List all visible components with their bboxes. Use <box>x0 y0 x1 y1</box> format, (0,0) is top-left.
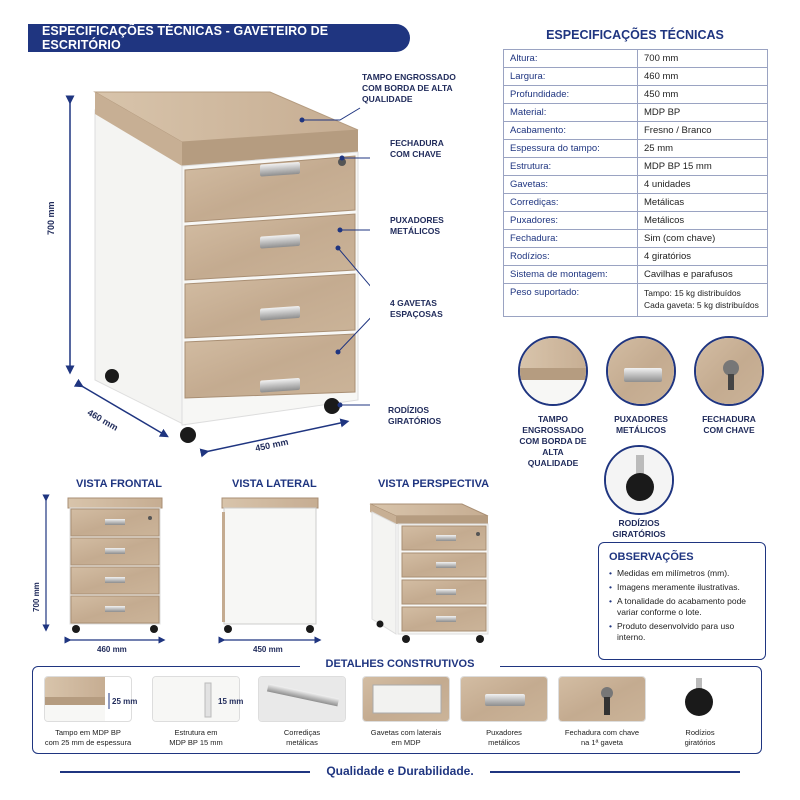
detail-estrutura-image <box>152 676 240 722</box>
spec-row: Gavetas:4 unidades <box>503 175 768 194</box>
view-frontal-illustration <box>42 494 166 644</box>
view-perspectiva-illustration <box>369 503 489 643</box>
feature-rodizio-image <box>604 445 674 515</box>
spec-row: Material:MDP BP <box>503 103 768 122</box>
frontal-width-dimension: 460 mm <box>97 645 127 654</box>
footer-rule-right <box>490 771 740 773</box>
observation-item: A tonalidade do acabamento pode variar c… <box>609 596 755 618</box>
detail-puxadores-image <box>460 676 548 722</box>
detail-estrutura-tag: 15 mm <box>218 697 244 706</box>
spec-row: Acabamento:Fresno / Branco <box>503 121 768 140</box>
header-banner: ESPECIFICAÇÕES TÉCNICAS - GAVETEIRO DE E… <box>28 24 410 52</box>
feature-fechadura-image <box>694 336 764 406</box>
view-frontal-title: VISTA FRONTAL <box>76 478 162 490</box>
spec-row: Largura:460 mm <box>503 67 768 86</box>
lock-icon <box>338 158 346 166</box>
view-lateral-illustration <box>218 497 322 644</box>
main-cabinet-illustration <box>65 91 370 458</box>
observations-box: OBSERVAÇÕES Medidas em milímetros (mm). … <box>598 542 766 660</box>
detail-correditas-image <box>258 676 346 722</box>
spec-row: Profundidade:450 mm <box>503 85 768 104</box>
spec-row: Puxadores:Metálicos <box>503 211 768 230</box>
spec-row: Corrediças:Metálicas <box>503 193 768 212</box>
detail-tampo-image <box>44 676 132 722</box>
height-dimension: 700 mm <box>46 201 56 235</box>
footer-rule-left <box>60 771 310 773</box>
observation-item: Produto desenvolvido para uso interno. <box>609 621 755 643</box>
frontal-height-dimension: 700 mm <box>32 582 41 612</box>
spec-row: Rodízios:4 giratórios <box>503 247 768 266</box>
spec-row: Espessura do tampo:25 mm <box>503 139 768 158</box>
detail-tampo-tag: 25 mm <box>112 697 138 706</box>
page-title: ESPECIFICAÇÕES TÉCNICAS - GAVETEIRO DE E… <box>42 24 329 52</box>
detail-rodizios-image <box>656 676 744 722</box>
footer-text: Qualidade e Durabilidade. <box>326 764 474 778</box>
spec-row: Altura:700 mm <box>503 49 768 68</box>
spec-row: Sistema de montagem:Cavilhas e parafusos <box>503 265 768 284</box>
spec-table: Altura:700 mm Largura:460 mm Profundidad… <box>503 49 768 317</box>
spec-row-weight: Peso suportado: Tampo: 15 kg distribuído… <box>503 283 768 317</box>
spec-row: Fechadura:Sim (com chave) <box>503 229 768 248</box>
spec-table-title: ESPECIFICAÇÕES TÉCNICAS <box>546 28 724 42</box>
feature-puxador-image <box>606 336 676 406</box>
handle-icons <box>260 161 300 393</box>
detail-fechadura-image <box>558 676 646 722</box>
details-title: DETALHES CONSTRUTIVOS <box>300 658 500 670</box>
spec-row: Estrutura:MDP BP 15 mm <box>503 157 768 176</box>
observation-item: Imagens meramente ilustrativas. <box>609 582 755 593</box>
feature-tampo-image <box>518 336 588 406</box>
lateral-width-dimension: 450 mm <box>253 645 283 654</box>
view-lateral-title: VISTA LATERAL <box>232 478 317 490</box>
view-perspectiva-title: VISTA PERSPECTIVA <box>378 478 490 490</box>
observations-title: OBSERVAÇÕES <box>609 551 694 563</box>
detail-gavetas-image <box>362 676 450 722</box>
observation-item: Medidas em milímetros (mm). <box>609 568 755 579</box>
